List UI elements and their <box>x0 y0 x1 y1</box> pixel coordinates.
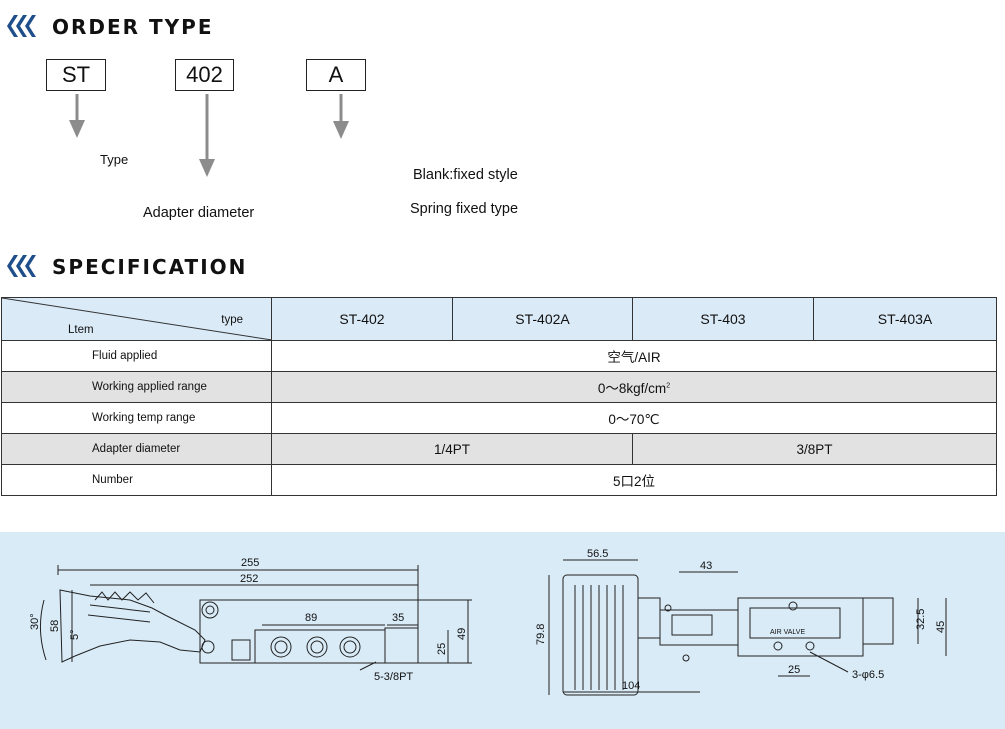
row-value: 0～8kgf/cm2 <box>271 371 997 403</box>
row-value: 5口2位 <box>271 464 997 496</box>
nameplate-text: AIR VALVE <box>770 629 805 636</box>
specification-heading: SPECIFICATION <box>52 255 248 279</box>
adapter-diameter-label: Adapter diameter <box>143 205 255 221</box>
row-item-label: Adapter diameter <box>1 433 272 465</box>
table-row: Working applied range 0～8kgf/cm2 <box>1 371 997 403</box>
specification-table: type Ltem ST-402 ST-402A ST-403 ST-403A … <box>1 297 997 496</box>
port-note-text: 5-3/8PT <box>374 671 413 683</box>
dim-pedal-text: 58 <box>49 620 61 632</box>
dim-hole-pitch-text: 25 <box>788 664 800 676</box>
dim-port-text: 25 <box>436 643 448 655</box>
angle-top-text: 30° <box>29 613 41 630</box>
order-type-heading: ORDER TYPE <box>52 15 214 39</box>
header-corner-cell: type Ltem <box>1 297 272 341</box>
chevron-bullet-icon <box>7 15 36 37</box>
code-box-option: A <box>306 59 366 91</box>
row-value-superscript: 2 <box>666 382 671 390</box>
row-value: 3/8PT <box>632 433 997 465</box>
dim-pedal-height-text: 79.8 <box>535 624 547 645</box>
dim-end-text: 35 <box>392 612 404 624</box>
type-label: Type <box>100 152 129 167</box>
dim-body-text: 252 <box>240 573 258 585</box>
row-item-label: Working applied range <box>1 371 272 403</box>
table-row: Fluid applied 空气/AIR <box>1 340 997 372</box>
option-blank-label: Blank:fixed style <box>413 167 518 183</box>
code-box-size: 402 <box>175 59 234 91</box>
dim-overall-text: 255 <box>241 557 259 569</box>
dimension-drawing-panel: 255 252 89 35 49 25 5-3/8PT 30° 5° 58 56… <box>0 532 1005 729</box>
dim-offset-text: 43 <box>700 560 712 572</box>
row-value: 1/4PT <box>271 433 633 465</box>
dim-height-text: 49 <box>456 628 468 640</box>
angle-bottom-text: 5° <box>69 629 81 640</box>
row-value: 0～70℃ <box>271 402 997 434</box>
model-header: ST-403A <box>813 297 997 341</box>
dimension-drawing: 255 252 89 35 49 25 5-3/8PT 30° 5° 58 56… <box>29 548 947 696</box>
row-value: 空气/AIR <box>271 340 997 372</box>
model-header: ST-402 <box>271 297 453 341</box>
row-value-text: 0～8kgf/cm <box>597 381 667 396</box>
dim-body-height-text: 32.5 <box>915 609 927 630</box>
model-header: ST-403 <box>632 297 814 341</box>
dim-length-text: 104 <box>622 680 640 692</box>
dim-pedal-width-text: 56.5 <box>587 548 608 560</box>
table-header-row: type Ltem ST-402 ST-402A ST-403 ST-403A <box>1 297 997 341</box>
hole-note-text: 3-φ6.5 <box>852 669 884 681</box>
header-item-label: Ltem <box>68 324 94 336</box>
order-arrows <box>69 94 349 177</box>
row-item-label: Number <box>1 464 272 496</box>
option-spring-label: Spring fixed type <box>410 201 519 217</box>
code-box-series: ST <box>46 59 106 91</box>
header-type-label: type <box>221 314 243 326</box>
table-row: Number 5口2位 <box>1 464 997 496</box>
row-item-label: Working temp range <box>1 402 272 434</box>
table-row: Working temp range 0～70℃ <box>1 402 997 434</box>
table-row: Adapter diameter 1/4PT 3/8PT <box>1 433 997 465</box>
chevron-bullet-icon <box>7 255 36 277</box>
model-header: ST-402A <box>452 297 633 341</box>
dim-total-height-text: 45 <box>935 621 947 633</box>
row-item-label: Fluid applied <box>1 340 272 372</box>
dim-port-span-text: 89 <box>305 612 317 624</box>
